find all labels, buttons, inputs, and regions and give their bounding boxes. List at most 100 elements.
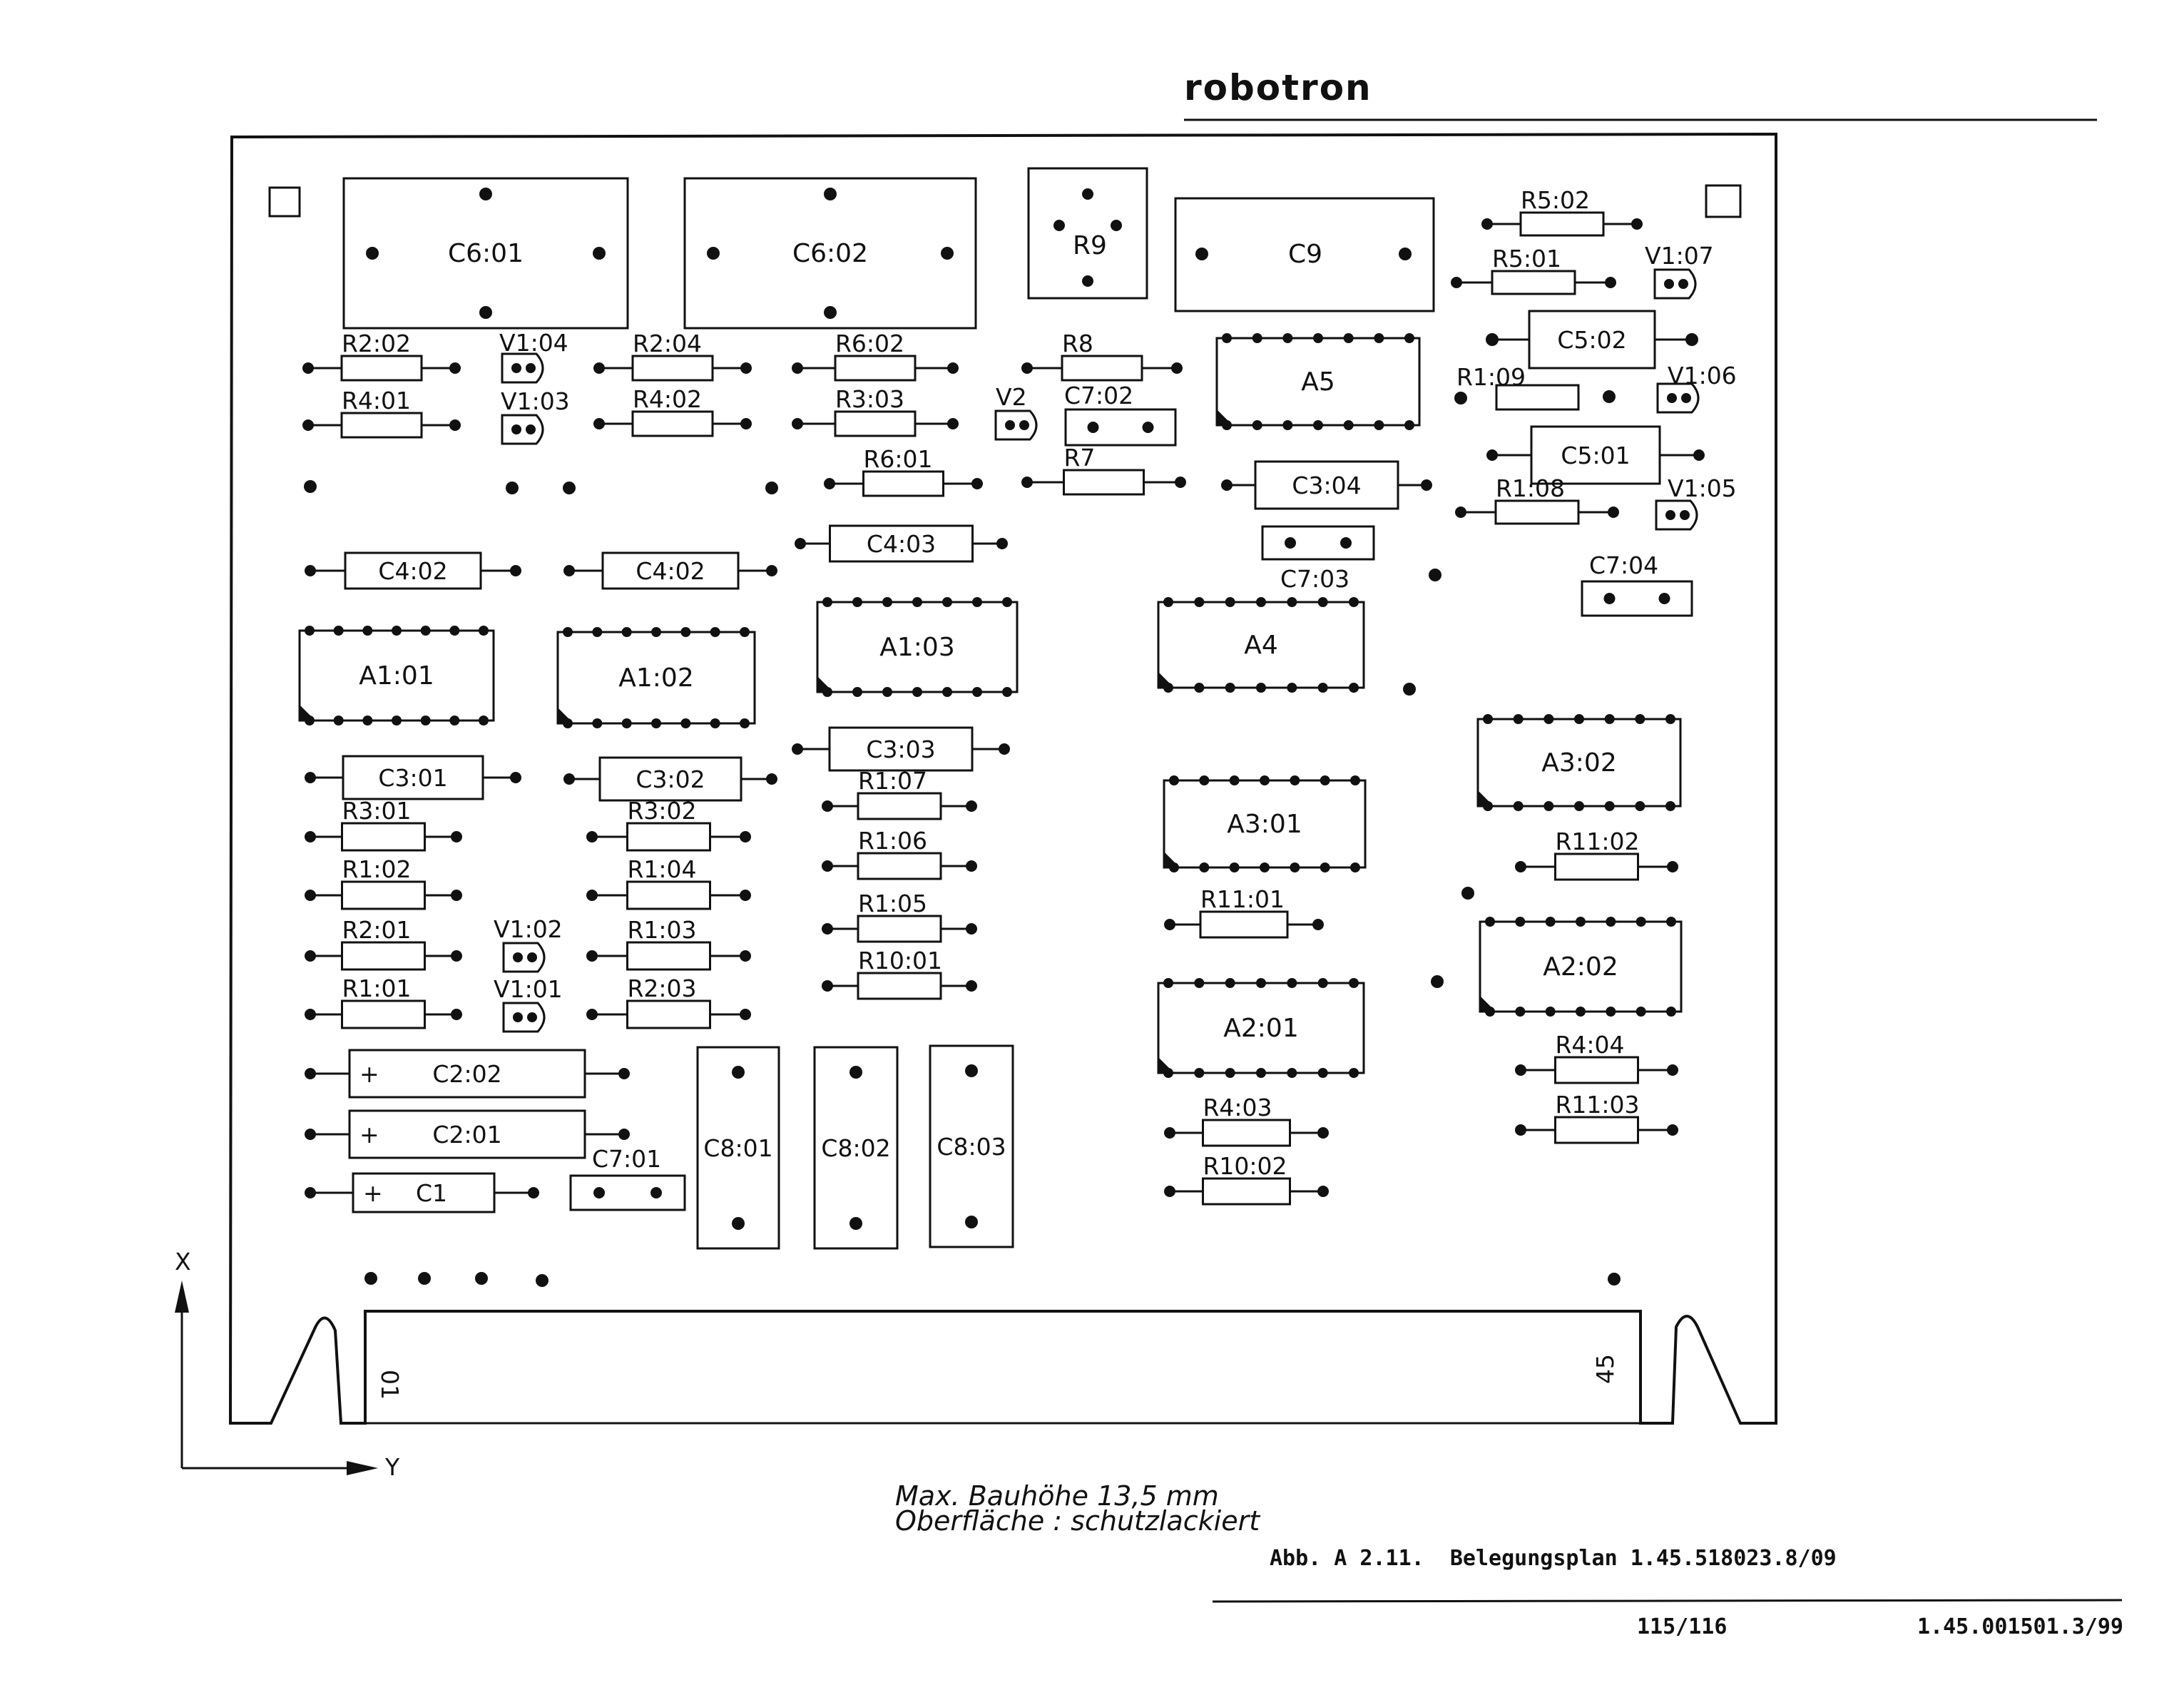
- component-label: R6:02: [835, 330, 904, 357]
- component-a2-02: A2:02: [1479, 917, 1683, 1017]
- component-c3-04: C3:04: [1221, 460, 1432, 510]
- component-r3-01: R3:01: [305, 797, 462, 852]
- component-r11-03: R11:03: [1515, 1091, 1678, 1144]
- component-label: C2:01: [432, 1121, 501, 1149]
- component-r6-02: R6:02: [792, 330, 959, 382]
- component-c2-01: + C2:01: [305, 1109, 630, 1159]
- component-r6-01: R6:01: [824, 445, 983, 497]
- component-label: C7:03: [1280, 565, 1349, 593]
- component-v1-07: V1:07: [1645, 242, 1714, 300]
- component-label: C1: [416, 1179, 447, 1207]
- component-v1-01: V1:01: [494, 975, 563, 1033]
- figure-caption: Abb. A 2.11. Belegungsplan 1.45.518023.8…: [1270, 1546, 1837, 1571]
- component-v1-02: V1:02: [494, 915, 563, 973]
- note-max-height: Max. Bauhöhe 13,5 mm: [895, 1480, 1219, 1512]
- component-label: R1:08: [1496, 474, 1565, 502]
- component-label: C3:04: [1292, 472, 1361, 499]
- component-r3-02: R3:02: [586, 797, 751, 852]
- component-label: R4:04: [1556, 1031, 1625, 1059]
- component-c3-03: C3:03: [792, 726, 1010, 772]
- component-label: R10:02: [1203, 1152, 1287, 1180]
- component-label: R1:04: [628, 855, 697, 883]
- component-label: R4:02: [633, 385, 702, 413]
- axis-y-label: Y: [384, 1453, 400, 1481]
- footer-rule: [1212, 1599, 2123, 1603]
- component-r11-01: R11:01: [1164, 885, 1324, 939]
- component-c4-02: C4:02: [305, 551, 521, 590]
- component-r1-08: R1:08: [1455, 474, 1619, 525]
- component-label: A5: [1301, 367, 1335, 397]
- component-c4-02: C4:02: [563, 551, 777, 590]
- component-r4-02: R4:02: [593, 385, 752, 437]
- component-label: V1:06: [1668, 362, 1737, 390]
- component-label: C5:02: [1557, 326, 1626, 354]
- component-label: R5:01: [1492, 245, 1561, 273]
- component-label: C5:01: [1561, 442, 1630, 469]
- component-label: R6:01: [864, 445, 933, 473]
- component-label: C7:01: [592, 1145, 661, 1173]
- component-label: C9: [1288, 240, 1322, 269]
- component-r5-02: R5:02: [1481, 186, 1643, 237]
- component-c7-04: C7:04: [1581, 551, 1693, 617]
- component-label: V2: [996, 383, 1027, 411]
- component-r10-02: R10:02: [1164, 1152, 1329, 1206]
- axis-x-label: X: [175, 1248, 191, 1276]
- component-c5-02: C5:02: [1486, 310, 1698, 370]
- component-c6-01: C6:01: [342, 177, 629, 330]
- component-r1-03: R1:03: [586, 916, 751, 971]
- component-label: R2:01: [342, 916, 412, 944]
- component-v1-05: V1:05: [1655, 474, 1737, 531]
- component-label: R7: [1064, 444, 1096, 472]
- component-label: R1:06: [858, 827, 927, 855]
- component-label: C6:02: [792, 239, 868, 268]
- component-c7-02: C7:02: [1064, 382, 1177, 447]
- component-label: C8:03: [937, 1133, 1006, 1161]
- component-r7: R7: [1021, 444, 1186, 496]
- component-r4-01: R4:01: [302, 387, 461, 439]
- component-c1: + C1: [305, 1172, 539, 1213]
- component-r1-02: R1:02: [305, 855, 462, 910]
- component-label: C7:04: [1589, 551, 1658, 579]
- component-r1-04: R1:04: [586, 855, 751, 910]
- component-c7-03: C7:03: [1261, 525, 1375, 593]
- component-label: V1:05: [1668, 474, 1737, 502]
- component-label: R2:04: [633, 330, 702, 357]
- component-label: A3:01: [1227, 810, 1302, 839]
- component-label: C8:02: [821, 1134, 890, 1162]
- component-label: R3:03: [835, 385, 904, 413]
- component-r8: R8: [1021, 330, 1183, 382]
- component-label: A1:02: [618, 663, 693, 693]
- corner-mark-right: [1705, 184, 1742, 218]
- component-c8-03: C8:03: [929, 1044, 1014, 1248]
- component-v1-04: V1:04: [499, 329, 568, 384]
- component-label: R1:01: [342, 974, 412, 1002]
- component-v1-03: V1:03: [501, 387, 570, 445]
- component-r1-05: R1:05: [822, 890, 977, 943]
- polarity-mark: +: [363, 1179, 383, 1207]
- component-c5-01: C5:01: [1486, 425, 1705, 485]
- component-a5: A5: [1215, 333, 1421, 430]
- component-r5-01: R5:01: [1451, 245, 1616, 295]
- component-r4-03: R4:03: [1164, 1094, 1329, 1147]
- component-label: C6:01: [448, 239, 524, 268]
- component-a1-01: A1:01: [298, 626, 495, 726]
- component-label: A3:02: [1541, 748, 1616, 778]
- component-label: A1:01: [359, 661, 434, 691]
- component-label: C8:01: [703, 1134, 772, 1162]
- connector-pin-last: 45: [1591, 1354, 1619, 1384]
- component-c6-02: C6:02: [683, 177, 977, 330]
- component-a3-01: A3:01: [1163, 775, 1367, 872]
- component-label: R1:02: [342, 855, 412, 883]
- component-r2-04: R2:04: [593, 330, 752, 382]
- component-c7-01: C7:01: [569, 1145, 686, 1211]
- component-label: R3:01: [342, 797, 412, 825]
- component-label: R10:01: [858, 947, 942, 974]
- component-r2-01: R2:01: [305, 916, 462, 971]
- component-c9: C9: [1174, 197, 1435, 312]
- connector-pin-first: 01: [376, 1370, 404, 1400]
- note-surface: Oberfläche : schutzlackiert: [895, 1505, 1261, 1537]
- component-label: R8: [1062, 330, 1093, 357]
- component-r11-02: R11:02: [1515, 828, 1678, 881]
- polarity-mark: +: [359, 1121, 379, 1149]
